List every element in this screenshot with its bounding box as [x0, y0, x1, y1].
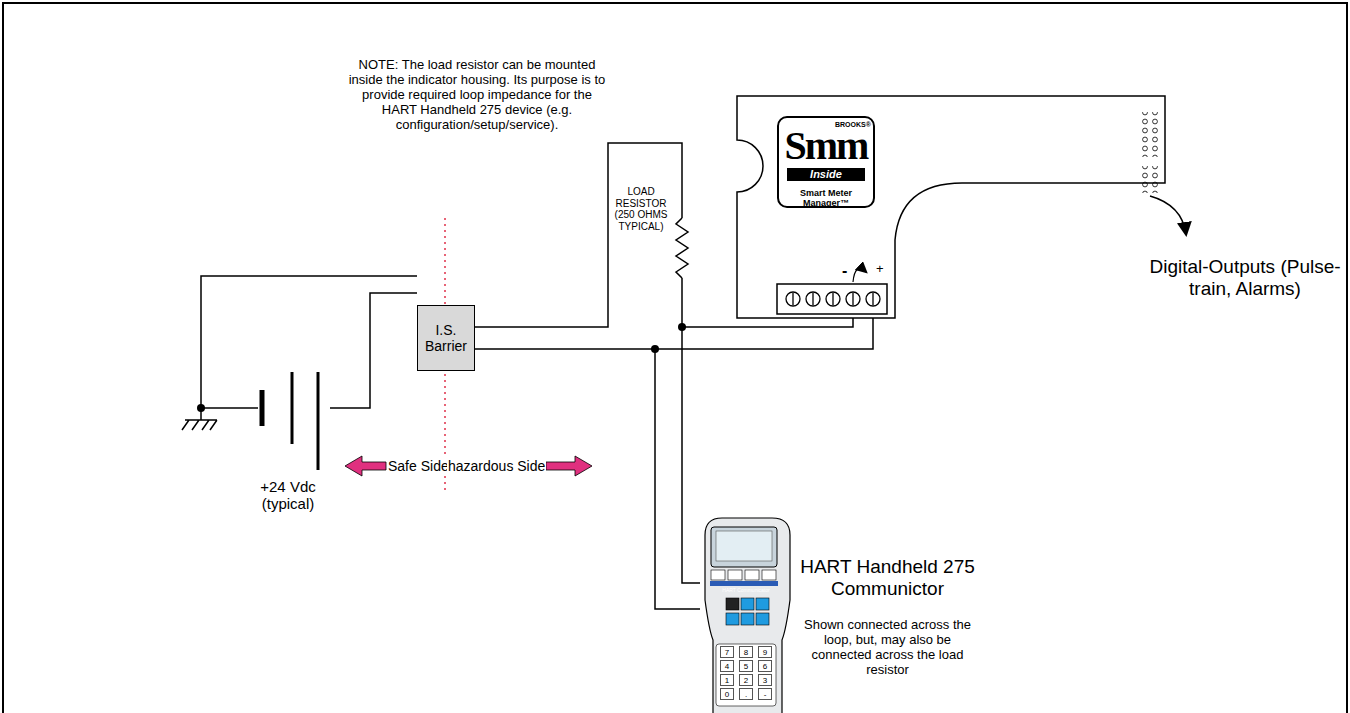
connector-holes [1140, 112, 1160, 157]
barrier-box: I.S. Barrier [417, 305, 475, 371]
key-label: 6 [758, 660, 772, 672]
safe-arrow [345, 456, 386, 476]
hazard-arrow [546, 456, 592, 476]
key-label: 3 [758, 674, 772, 686]
resistor-label: LOAD RESISTOR (250 OHMS TYPICAL) [606, 186, 676, 232]
connector-holes [1140, 166, 1160, 193]
hazard-side-label: hazardous Side [447, 458, 546, 474]
terminal-polarity: - [842, 262, 847, 280]
key-label: 2 [739, 674, 753, 686]
key-label: . [739, 688, 753, 700]
output-arrow [1150, 196, 1186, 234]
logo-box: BROOKS®SmmInsideSmart Meter Manager™ [777, 116, 875, 208]
safe-side-label: Safe Side [387, 458, 450, 474]
key-label: 8 [739, 646, 753, 658]
barrier-label: I.S. Barrier [418, 322, 474, 354]
note-text: NOTE: The load resistor can be mounted i… [348, 58, 606, 133]
key-label: 0 [720, 688, 734, 700]
key-label: 5 [739, 660, 753, 672]
battery-symbol [262, 372, 318, 470]
supply-label: +24 Vdc (typical) [243, 478, 333, 513]
key-label: - [758, 688, 772, 700]
logo-subtext: Inside [787, 168, 865, 181]
polarity-arrow [853, 269, 866, 282]
supply-circuit [182, 276, 417, 430]
hart-communicator [705, 518, 790, 713]
terminal-block [777, 284, 887, 314]
key-label: 9 [758, 646, 772, 658]
indicator-housing [737, 96, 1165, 318]
device-title: HART Handheld 275 Communictor [800, 556, 975, 600]
loop-wire [475, 349, 700, 609]
key-label: 7 [720, 646, 734, 658]
device-brand: HART Communicator [716, 588, 776, 593]
device-note: Shown connected across the loop, but, ma… [800, 618, 975, 678]
terminal-polarity: + [876, 262, 884, 277]
logo-product-name: Smart Meter Manager™ [779, 188, 873, 209]
frame [3, 3, 1347, 713]
key-label: 4 [720, 660, 734, 672]
logo-text: Smm [783, 126, 869, 166]
key-label: 1 [720, 674, 734, 686]
outputs-label: Digital-Outputs (Pulse-train, Alarms) [1145, 256, 1345, 300]
